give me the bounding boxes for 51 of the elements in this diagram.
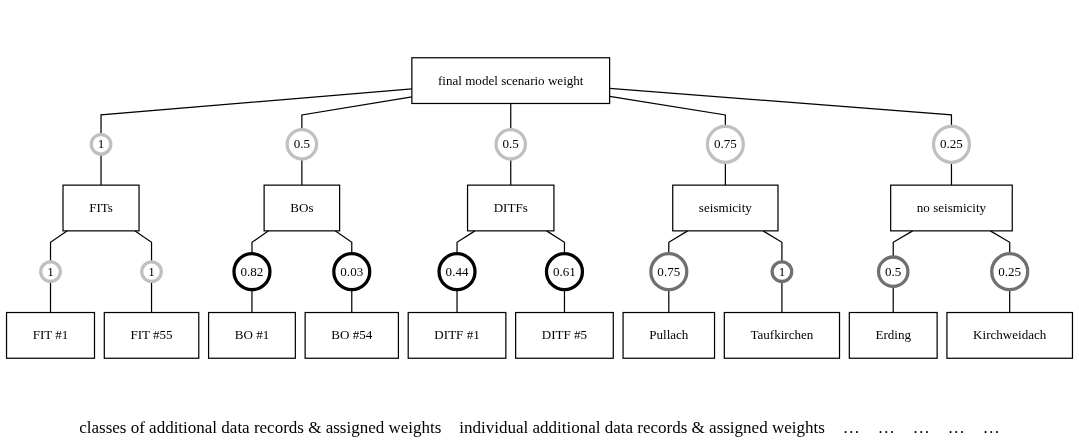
node-circle: 0.25 xyxy=(990,252,1030,292)
connector xyxy=(456,289,458,314)
connector xyxy=(100,153,102,186)
node-box: seismicity xyxy=(672,184,779,232)
note-text: … xyxy=(842,418,860,438)
node-circle: 0.61 xyxy=(544,252,585,292)
connector xyxy=(49,230,68,263)
node-box: DITF #5 xyxy=(515,311,614,359)
note-text: … xyxy=(877,418,895,438)
node-box: Taufkirchen xyxy=(723,311,841,359)
note-text: classes of additional data records & assigned weights xyxy=(79,418,442,438)
node-circle: 0.25 xyxy=(931,124,972,164)
node-box: no seismicity xyxy=(890,184,1013,232)
node-box: Pullach xyxy=(622,311,716,359)
note-text: … xyxy=(912,418,930,438)
node-circle: 1 xyxy=(89,132,113,156)
connector xyxy=(301,158,303,186)
node-box: final model scenario weight xyxy=(411,57,611,105)
node-box: BO #54 xyxy=(304,311,400,359)
connector xyxy=(351,289,353,314)
connector xyxy=(510,158,512,186)
node-box: DITF #1 xyxy=(407,311,507,359)
node-box: Erding xyxy=(848,311,938,359)
connector xyxy=(1009,289,1011,314)
node-box: DITFs xyxy=(466,184,555,232)
connector xyxy=(251,289,253,314)
note-text: … xyxy=(947,418,965,438)
node-circle: 1 xyxy=(770,260,794,284)
node-box: FIT #1 xyxy=(5,311,96,359)
node-circle: 0.5 xyxy=(285,127,319,161)
connector xyxy=(134,230,153,263)
connector xyxy=(563,289,566,314)
node-box: BOs xyxy=(263,184,341,232)
node-circle: 0.44 xyxy=(437,252,477,292)
connector xyxy=(609,95,726,127)
node-circle: 0.75 xyxy=(649,252,689,292)
note-text: … xyxy=(982,418,1000,438)
node-box: FITs xyxy=(62,184,140,232)
node-circle: 0.03 xyxy=(332,252,372,292)
node-box: BO #1 xyxy=(207,311,296,359)
node-circle: 0.5 xyxy=(494,127,528,161)
node-circle: 1 xyxy=(140,260,163,284)
connector xyxy=(668,289,670,314)
node-circle: 0.75 xyxy=(705,124,745,164)
node-circle: 0.82 xyxy=(232,252,272,292)
node-circle: 0.5 xyxy=(876,255,910,289)
note-text: individual additional data records & assigned weights xyxy=(459,418,825,438)
node-box: Kirchweidach xyxy=(946,311,1074,359)
connector xyxy=(609,87,953,127)
node-box: FIT #55 xyxy=(103,311,200,359)
node-circle: 1 xyxy=(39,260,62,284)
